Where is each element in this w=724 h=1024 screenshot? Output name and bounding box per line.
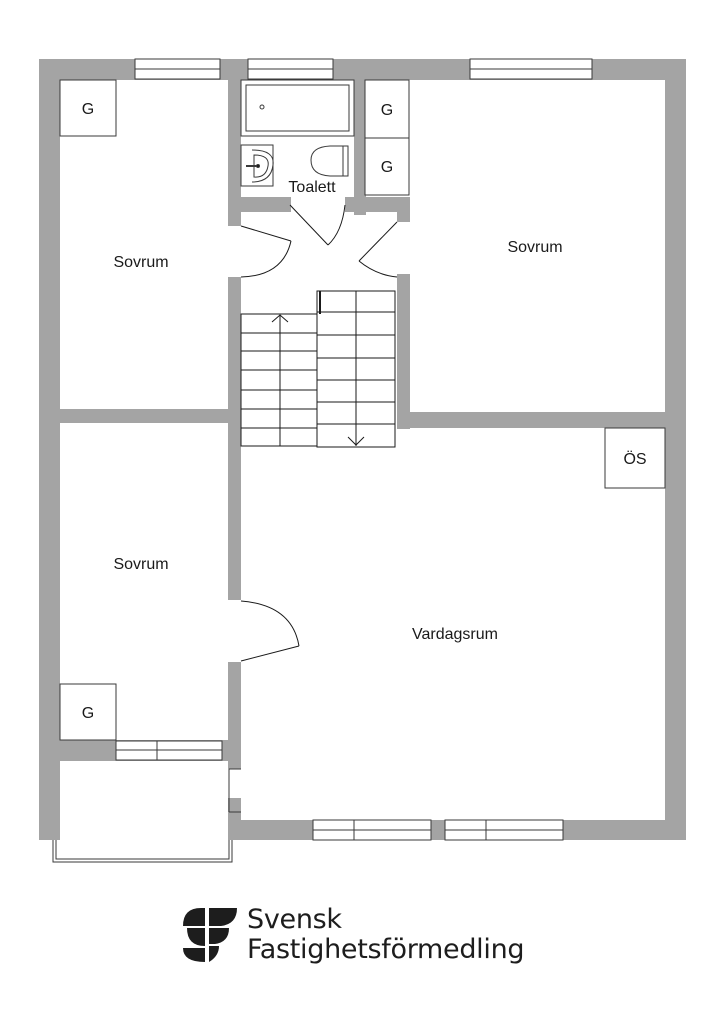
windows [115, 58, 593, 841]
room-label-living-room: Vardagsrum [412, 626, 498, 643]
balcony [52, 768, 241, 863]
brand-line2: Fastighetsförmedling [247, 934, 525, 965]
bathroom-fixtures [240, 79, 355, 187]
stairs[interactable] [240, 290, 396, 448]
room-label-toilet: Toalett [288, 179, 336, 196]
room-label-bedroom-bottom-left: Sovrum [113, 556, 168, 573]
wardrobe-label: G [381, 102, 393, 119]
wardrobe-top-right-1 [364, 79, 410, 139]
utility-cabinet [604, 427, 666, 489]
utility-label: ÖS [623, 450, 646, 468]
wardrobe-label: G [381, 159, 393, 176]
toilet-bowl [310, 145, 349, 177]
wardrobe-label: G [82, 101, 94, 118]
walls [39, 59, 686, 840]
sf-logo-icon [183, 908, 237, 962]
wardrobes [59, 79, 666, 741]
room-label-bedroom-top-right: Sovrum [507, 239, 562, 256]
wardrobe-top-left [59, 79, 117, 137]
brand-logo: Svensk Fastighetsförmedling [183, 904, 525, 965]
room-label-bedroom-top-left: Sovrum [113, 254, 168, 271]
wardrobe-bottom-left [59, 683, 117, 741]
wardrobe-top-right-2 [364, 137, 410, 196]
doors [240, 204, 398, 662]
brand-line1: Svensk [247, 904, 342, 935]
wardrobe-label: G [82, 705, 94, 722]
